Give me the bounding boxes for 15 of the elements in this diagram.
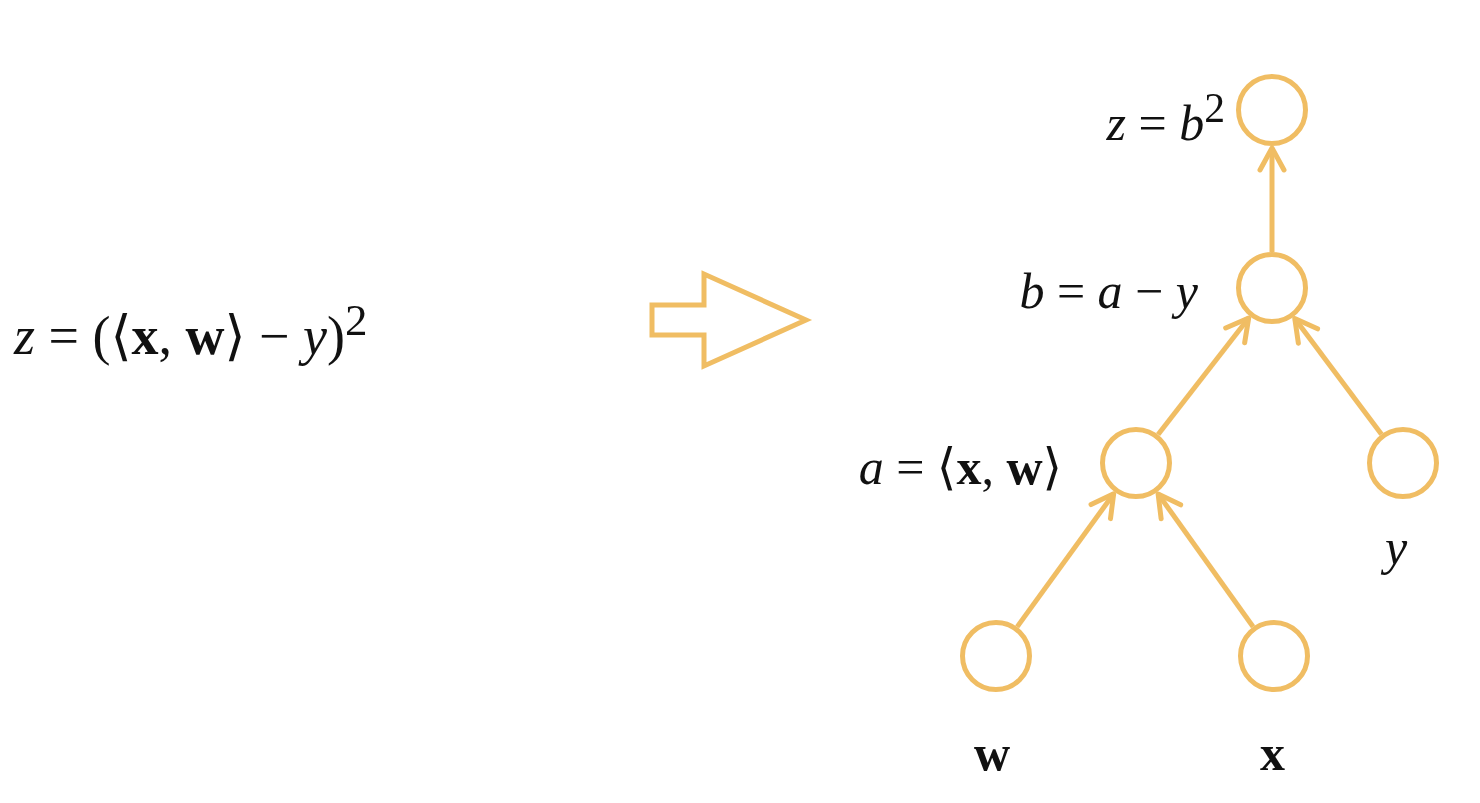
circle-node xyxy=(960,620,1032,692)
circle-node xyxy=(1236,74,1308,146)
arrow xyxy=(1155,491,1256,629)
circle-node xyxy=(1236,252,1308,324)
circle-node xyxy=(1238,620,1310,692)
circle-node xyxy=(1100,427,1172,499)
arrow xyxy=(1015,491,1117,629)
node-label: w xyxy=(974,728,1011,778)
node-label: x xyxy=(1260,728,1285,778)
node-label: a = ⟨x, w⟩ xyxy=(858,442,1062,492)
arrow xyxy=(1156,315,1252,437)
node-label: z = b$^{2}$ xyxy=(1106,88,1225,148)
circle-node xyxy=(1367,427,1439,499)
arrow xyxy=(1292,315,1384,436)
arrow xyxy=(1257,145,1287,252)
